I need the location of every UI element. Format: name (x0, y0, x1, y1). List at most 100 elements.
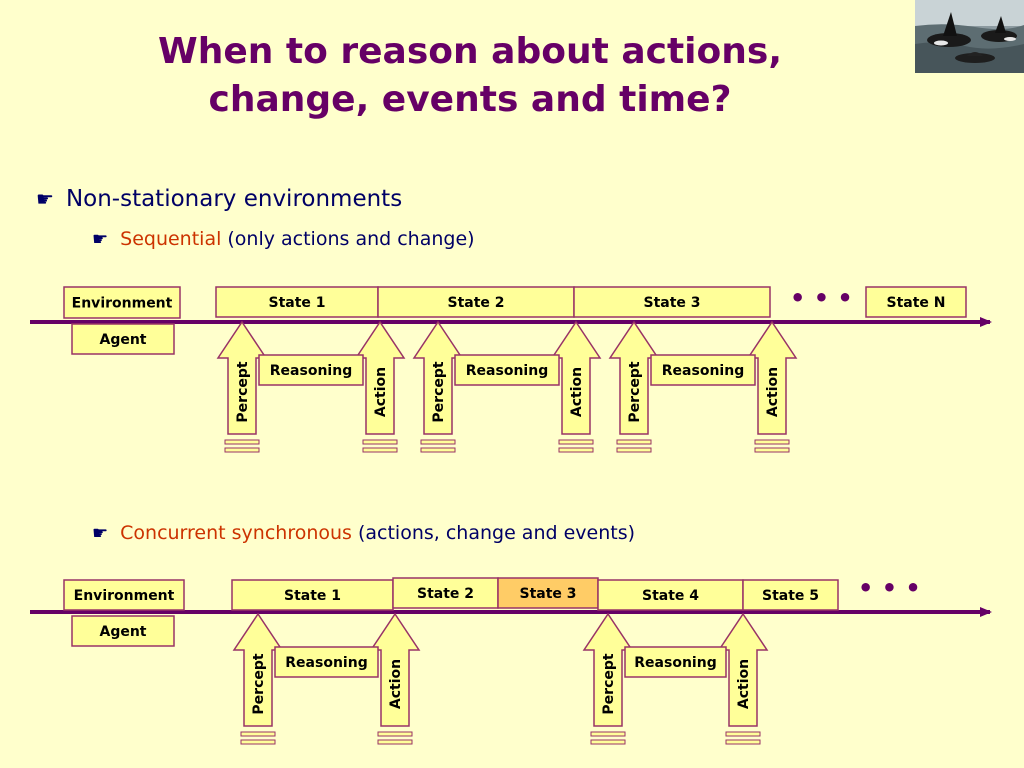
action-arrow-3-stripe-1 (754, 439, 790, 445)
reasoning-box-2-2-label: Reasoning (634, 655, 716, 671)
bullet-concurrent: ☛ Concurrent synchronous (actions, chang… (92, 522, 635, 544)
action-arrow-1-stripe-2 (362, 447, 398, 453)
action-arrow-2-1-stripe-1 (377, 731, 413, 737)
agent-box-2-box (71, 615, 175, 647)
reasoning-box-1-label: Reasoning (270, 363, 352, 379)
reasoning-box-1: Reasoning (258, 354, 364, 386)
percept-arrow-1-stripe-2 (224, 447, 260, 453)
reasoning-box-2-2: Reasoning (624, 646, 727, 678)
reasoning-box-3: Reasoning (650, 354, 756, 386)
action-arrow-3: Action (746, 320, 798, 453)
environment-box: Environment (63, 286, 181, 319)
percept-arrow-3-stripe-1 (616, 439, 652, 445)
percept-arrow-2-stripe-1 (420, 439, 456, 445)
state-box-2-2-label: State 2 (417, 586, 474, 602)
environment-box-2-box (63, 579, 185, 611)
pointing-hand-icon: ☛ (36, 187, 54, 211)
slide-title: When to reason about actions, change, ev… (60, 28, 880, 124)
reasoning-box-3-label: Reasoning (662, 363, 744, 379)
state-box-2-3-label: State 3 (519, 586, 576, 602)
action-arrow-2-2: Action (717, 612, 769, 745)
action-arrow-2-stripe-1 (558, 439, 594, 445)
percept-arrow-3-stripe-2 (616, 447, 652, 453)
state-box-2-1-box (231, 579, 394, 611)
bullet-sequential-rest: (only actions and change) (227, 228, 475, 250)
percept-arrow-2-2-stripe-2 (590, 739, 626, 745)
agent-box-2-label: Agent (99, 624, 146, 640)
state-box-2-5-label: State 5 (762, 588, 819, 604)
reasoning-box-2-box (454, 354, 560, 386)
state-box-3: State 3 (573, 286, 771, 318)
action-arrow-2-label: Action (569, 367, 585, 417)
environment-box-box (63, 286, 181, 319)
reasoning-box-1-box (258, 354, 364, 386)
agent-box-2: Agent (71, 615, 175, 647)
reasoning-box-2-1-label: Reasoning (285, 655, 367, 671)
percept-arrow-2-2-label: Percept (601, 653, 617, 714)
action-arrow-2-2-stripe-2 (725, 739, 761, 745)
state-box-2: State 2 (377, 286, 575, 318)
ellipsis-1: • • • (790, 284, 853, 312)
state-n-box-box (865, 286, 967, 318)
percept-arrow-2-2-stripe-1 (590, 731, 626, 737)
agent-box-box (71, 323, 175, 355)
percept-arrow-1-label: Percept (235, 361, 251, 422)
bullet-sequential-highlight: Sequential (120, 228, 222, 250)
percept-arrow-2-1-stripe-2 (240, 739, 276, 745)
action-arrow-3-label: Action (765, 367, 781, 417)
bullet-concurrent-rest: (actions, change and events) (357, 522, 636, 544)
state-box-1-box (215, 286, 379, 318)
state-box-1: State 1 (215, 286, 379, 318)
state-box-2-5: State 5 (742, 579, 839, 611)
state-box-2-3-box (497, 577, 599, 609)
environment-box-2-label: Environment (74, 588, 175, 604)
reasoning-box-2-1-box (274, 646, 379, 678)
reasoning-box-2-2-box (624, 646, 727, 678)
state-box-2-4-box (597, 579, 744, 611)
action-arrow-1-label: Action (373, 367, 389, 417)
state-box-2-1: State 1 (231, 579, 394, 611)
orca-photo-icon (915, 0, 1024, 73)
environment-box-2: Environment (63, 579, 185, 611)
action-arrow-3-stripe-2 (754, 447, 790, 453)
percept-arrow-2-1-label: Percept (251, 653, 267, 714)
percept-arrow-2-stripe-2 (420, 447, 456, 453)
reasoning-box-2-label: Reasoning (466, 363, 548, 379)
action-arrow-2-stripe-2 (558, 447, 594, 453)
action-arrow-2-2-label: Action (736, 659, 752, 709)
state-box-2-3: State 3 (497, 577, 599, 609)
state-n-box-label: State N (886, 295, 945, 311)
action-arrow-2-1-stripe-2 (377, 739, 413, 745)
state-box-2-5-box (742, 579, 839, 611)
action-arrow-1-stripe-1 (362, 439, 398, 445)
percept-arrow-2: Percept (412, 320, 464, 453)
state-box-3-box (573, 286, 771, 318)
action-arrow-2-1: Action (369, 612, 421, 745)
state-box-3-label: State 3 (643, 295, 700, 311)
percept-arrow-3-label: Percept (627, 361, 643, 422)
reasoning-box-2: Reasoning (454, 354, 560, 386)
bullet-concurrent-highlight: Concurrent synchronous (120, 522, 352, 544)
action-arrow-2-2-stripe-1 (725, 731, 761, 737)
bullet-sequential: ☛ Sequential (only actions and change) (92, 228, 475, 250)
state-box-2-4: State 4 (597, 579, 744, 611)
percept-arrow-2-1: Percept (232, 612, 284, 745)
reasoning-box-3-box (650, 354, 756, 386)
state-box-1-label: State 1 (268, 295, 325, 311)
percept-arrow-2-1-stripe-1 (240, 731, 276, 737)
pointing-hand-icon: ☛ (92, 523, 109, 544)
bullet-non-stationary-text: Non-stationary environments (65, 186, 403, 212)
percept-arrow-2-2: Percept (582, 612, 634, 745)
percept-arrow-3: Percept (608, 320, 660, 453)
percept-arrow-1: Percept (216, 320, 268, 453)
percept-arrow-2-label: Percept (431, 361, 447, 422)
pointing-hand-icon: ☛ (92, 229, 109, 250)
reasoning-box-2-1: Reasoning (274, 646, 379, 678)
state-box-2-1-label: State 1 (284, 588, 341, 604)
title-line-1: When to reason about actions, (158, 31, 782, 72)
state-box-2-box (377, 286, 575, 318)
agent-box: Agent (71, 323, 175, 355)
state-n-box: State N (865, 286, 967, 318)
